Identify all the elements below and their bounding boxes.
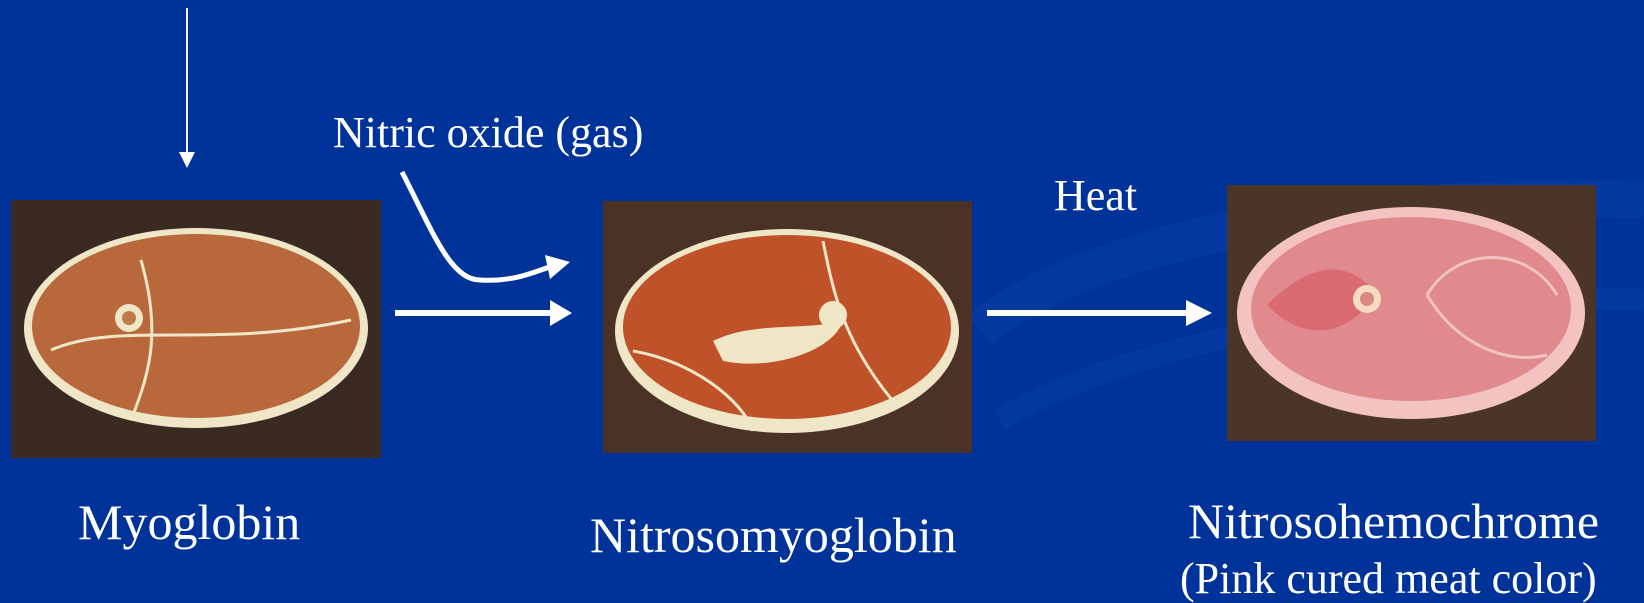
myoglobin-meat-photo [11, 200, 381, 458]
nitric-oxide-curved-arrow [402, 172, 570, 280]
myoglobin-label: Myoglobin [78, 497, 300, 547]
heat-label: Heat [1054, 174, 1137, 218]
nitric-oxide-label: Nitric oxide (gas) [333, 111, 643, 155]
top-down-arrow [179, 8, 195, 168]
nitrosohemochrome-meat-photo [1227, 185, 1596, 441]
nitrosomyoglobin-meat-photo [603, 201, 972, 453]
nitrosohemochrome-label: Nitrosohemochrome [1188, 496, 1599, 546]
pink-cured-meat-color-note: (Pink cured meat color) [1180, 557, 1597, 601]
heat-arrow [987, 300, 1212, 326]
arrow-myoglobin-to-nitrosomyoglobin [395, 300, 572, 326]
nitrosomyoglobin-label: Nitrosomyoglobin [590, 510, 957, 560]
